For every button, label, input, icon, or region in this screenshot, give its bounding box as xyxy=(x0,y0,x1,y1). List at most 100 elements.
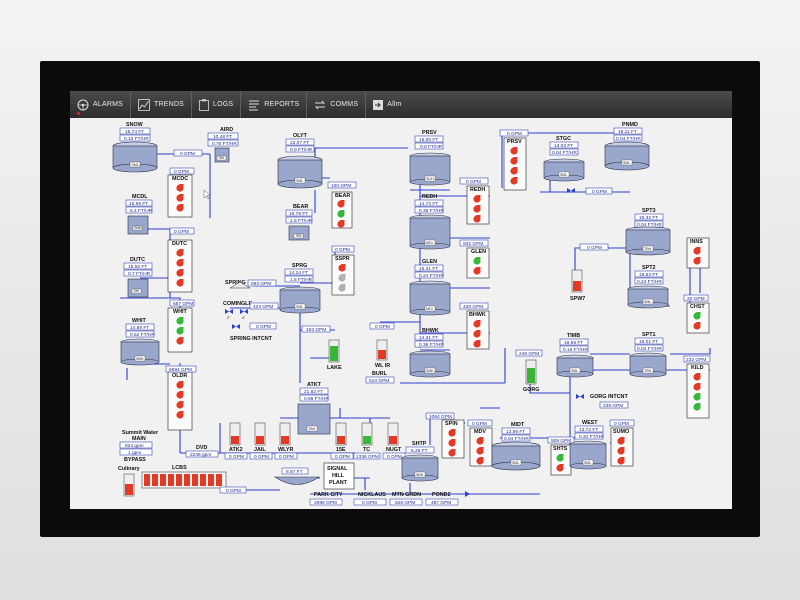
burl-label: BURL xyxy=(372,371,388,377)
pump-column-jail-flow: 0 GPM xyxy=(254,454,269,460)
site-stgc-tank-tag: SML xyxy=(560,173,567,177)
pump-panel-kild-label: KILD xyxy=(691,365,704,371)
site-mcdl[interactable]: MCDL 16.99 FT 5.4 FT/HR SMK xyxy=(125,194,153,235)
site-glen-tank[interactable]: GLEN 15.31 FT 0.24 FT/HR MDI xyxy=(409,259,451,316)
pump-panel-redh[interactable]: REDH xyxy=(466,185,490,225)
chst-flow-box xyxy=(683,294,709,302)
site-prsv-tank[interactable]: PRSV 16.00 FT 0.0 FT/HR SUH xyxy=(409,130,451,186)
site-spw7[interactable]: SPW7 xyxy=(570,269,585,302)
pump-panel-kild[interactable]: KILD xyxy=(686,363,710,419)
pump-panel-shts[interactable]: SHTS xyxy=(550,444,572,476)
pump-panel-sumo[interactable]: SUMO xyxy=(610,427,634,467)
prsv-flow: 0 GPM xyxy=(507,131,522,137)
site-bhwk-tank[interactable]: BHWK 14.31 FT 0.36 FT/HR SMK xyxy=(409,328,451,378)
outlet-nicklaus[interactable]: NICKLAUS 0 GPM xyxy=(353,492,387,506)
pump-panel-prsv[interactable]: PRSV xyxy=(503,137,527,191)
site-spt2[interactable]: SPT2 18.83 FT 0.24 FT/HR SML xyxy=(627,265,669,309)
spt3-flow-box xyxy=(579,243,609,251)
mdv-flow: 0 GPM xyxy=(472,421,487,427)
site-bear-tank[interactable]: BEAR 16.78 FT 1.8 FT/HR SM xyxy=(285,204,313,241)
toolbar-alarms-label: ALARMS xyxy=(93,101,123,108)
site-lake[interactable]: LAKE xyxy=(327,339,342,371)
spring-intcnt-flow-box xyxy=(249,322,277,330)
site-culinary[interactable] xyxy=(123,473,135,497)
toolbar-logs-button[interactable]: LOGS xyxy=(192,91,242,118)
pump-column-15e[interactable]: 15E 0 GPM xyxy=(330,422,354,460)
pump-panel-sspr[interactable]: SSPR xyxy=(331,254,355,296)
scada-diagram: SNOW 15.74 FT 0.16 FT/HR SML 0 GPM AIRD … xyxy=(112,122,711,506)
pump-panel-inns[interactable]: INNS xyxy=(686,237,710,269)
pump-column-15e-label: 15E xyxy=(336,447,346,453)
site-spt3[interactable]: SPT3 19.32 FT 0.04 FT/HR TBH xyxy=(625,208,671,256)
pump-panel-oldr[interactable]: OLDR xyxy=(167,371,193,431)
site-olyt-rate: 0.0 FT/HR xyxy=(290,147,313,153)
site-olyt[interactable]: OLYT 22.07 FT 0.0 FT/HR SML xyxy=(277,133,323,189)
site-redh-tank[interactable]: REDH 14.73 FT 0.36 FT/HR MDI xyxy=(409,194,451,250)
site-spt2-label: SPT2 xyxy=(642,265,655,271)
site-mcdl-tank-tag: SMK xyxy=(134,226,142,230)
pump-panel-mcdc[interactable]: MCDC xyxy=(167,174,193,218)
outlet-park-city-label: PARK CITY xyxy=(314,492,343,498)
site-dutc-tank[interactable]: DUTC 15.56 FT 0.7 FT/HR SM xyxy=(123,257,153,298)
pump-panel-prsv-label: PRSV xyxy=(507,139,522,145)
site-west[interactable]: WEST 13.72 FT 0.32 FT/HR SML xyxy=(569,420,607,470)
pump-panel-spin[interactable]: SPIN xyxy=(441,419,465,459)
toolbar-comms-button[interactable]: COMMS xyxy=(307,91,367,118)
site-timb[interactable]: TIMB 19.69 FT 0.16 FT/HR SML xyxy=(556,333,594,378)
mouse-cursor-icon xyxy=(203,189,211,200)
whit-flow: 687 GPM xyxy=(173,301,193,307)
site-aird[interactable]: AIRD 10.48 FT 0.76 FT/HR SM xyxy=(207,127,239,163)
pump-column-wlyr[interactable]: WLYR 0 GPM xyxy=(274,422,298,460)
site-whit[interactable]: WHIT 14.89 FT 0.52 FT/HR SMK xyxy=(120,318,160,366)
pump-column-jail[interactable]: JAIL 0 GPM xyxy=(249,422,273,460)
toolbar-reports-button[interactable]: REPORTS xyxy=(241,91,308,118)
site-spt1[interactable]: SPT1 16.01 FT 0.04 FT/HR TBH xyxy=(629,332,667,378)
outlet-mtn-grdn[interactable]: MTN GRDN 826 GPM xyxy=(389,492,423,506)
toolbar-trends-button[interactable]: TRENDS xyxy=(131,91,192,118)
site-atkt-label: ATKT xyxy=(307,382,322,388)
clipboard-icon xyxy=(199,98,209,111)
pump-column-nugt[interactable]: NUGT 0 GPM xyxy=(382,422,406,460)
pump-column-tc[interactable]: TC 1336 GPM xyxy=(353,422,381,460)
site-olyt-tank-tag: SML xyxy=(296,179,303,183)
site-atkt[interactable]: ATKT 21.82 FT 0.96 FT/HR TBH xyxy=(297,382,331,435)
pump-panel-dutc[interactable]: DUTC xyxy=(167,239,193,293)
site-midt[interactable]: MIDT 13.99 FT 0.04 FT/HR SML xyxy=(491,422,541,471)
pump-column-atk2-flow: 0 GPM xyxy=(229,454,244,460)
site-sprg[interactable]: SPRG 14.24 FT 1.6 FT/HR SML xyxy=(279,263,321,314)
spin-flow: 1064 GPM xyxy=(429,414,452,420)
toolbar-alarms-button[interactable]: ALARMS xyxy=(70,91,131,118)
pump-panel-sspr-label: SSPR xyxy=(335,256,350,262)
site-stgc[interactable]: STGC 13.03 FT 0.04 FT/HR SML xyxy=(543,136,585,182)
site-pnmd[interactable]: PNMD 18.11 FT 0.04 FT/HR SML xyxy=(604,122,650,171)
comingle-label: COMINGLE xyxy=(223,301,252,307)
site-dutc-tank-tag: SM xyxy=(134,289,139,293)
comingle-size-2in: 2" xyxy=(227,316,231,320)
summit-water-main[interactable]: Summit Water MAIN 824 gpm 1 gpm BYPASS xyxy=(119,430,159,463)
site-shtp[interactable]: SHTP 6.25 FT SBH xyxy=(401,441,439,482)
gorg-intcnt-label: GORG INTCNT xyxy=(590,394,628,400)
pump-column-atk2-label: ATK2 xyxy=(229,447,243,453)
site-lake-label: LAKE xyxy=(327,365,342,371)
signal-hill-plant[interactable]: SIGNAL HILL PLANT xyxy=(323,462,355,490)
pump-panel-bhwk[interactable]: BHWK xyxy=(466,310,490,350)
site-gorg[interactable]: GORG xyxy=(523,359,539,393)
pump-bank-lcbs[interactable] xyxy=(141,471,227,489)
site-snow[interactable]: SNOW 15.74 FT 0.16 FT/HR SML xyxy=(112,122,158,173)
site-spt1-level: 16.01 FT xyxy=(639,339,658,345)
spring-intcnt-valve-icon xyxy=(232,324,240,329)
site-wlir[interactable]: WL IR xyxy=(375,339,390,369)
pump-column-atk2[interactable]: ATK2 0 GPM xyxy=(224,422,248,460)
pump-panel-glen[interactable]: GLEN xyxy=(466,247,490,279)
toolbar-alm-button[interactable]: Allm xyxy=(366,91,408,118)
site-pnmd-label: PNMD xyxy=(622,122,638,128)
pump-panel-spin-label: SPIN xyxy=(445,421,458,427)
outlet-pond2[interactable]: POND2 487 GPM xyxy=(425,492,459,506)
pump-panel-bear[interactable]: BEAR xyxy=(331,191,353,229)
site-sprg-rate: 1.6 FT/HR xyxy=(290,277,313,283)
pump-panel-whit[interactable]: WHIT xyxy=(167,307,193,353)
pump-column-tc-flow: 1336 GPM xyxy=(356,454,379,460)
pump-panel-mdv[interactable]: MDV xyxy=(469,427,493,467)
pump-panel-chst[interactable]: CHST xyxy=(686,302,710,334)
outlet-park-city[interactable]: PARK CITY 2698 GPM xyxy=(309,492,343,506)
